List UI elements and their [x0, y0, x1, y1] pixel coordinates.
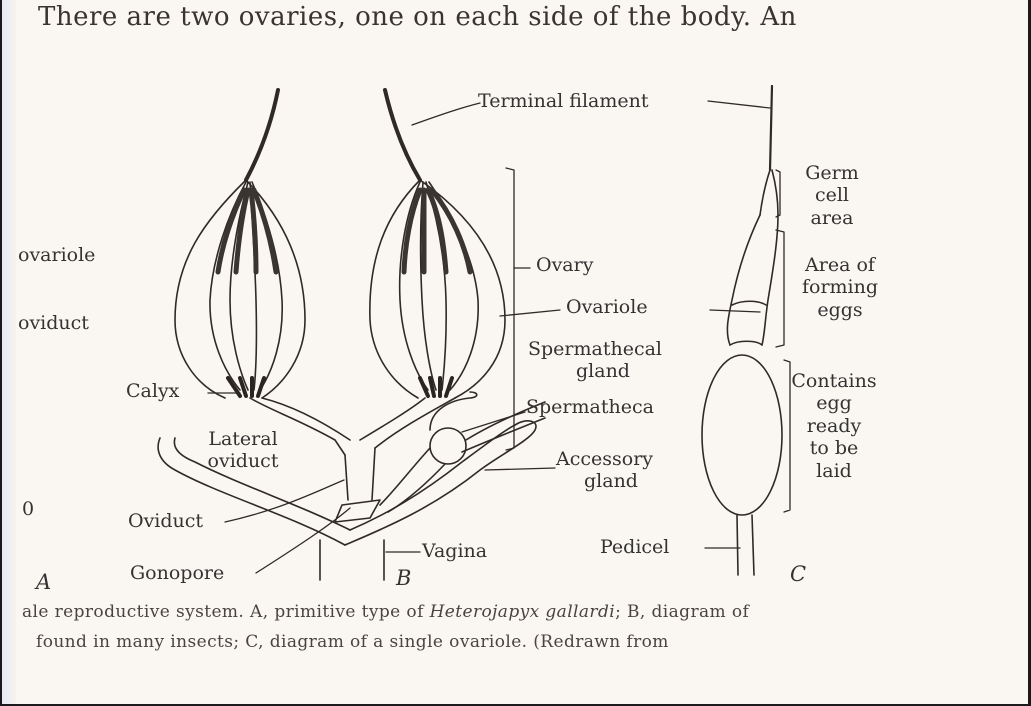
label-vagina: Vagina — [422, 542, 487, 561]
label-oviduct: Oviduct — [128, 512, 203, 531]
label-ovary: Ovary — [536, 256, 593, 275]
ovary-b — [360, 90, 505, 448]
label-spermatheca: Spermatheca — [526, 398, 654, 417]
figure-caption-line-2: found in many insects; C, diagram of a s… — [36, 634, 669, 651]
label-lateral-oviduct: Lateral oviduct — [188, 428, 298, 473]
ovary-a — [175, 90, 350, 455]
label-contains-egg-ready-to-be-laid: Contains egg ready to be laid — [782, 370, 886, 482]
leader-lines — [208, 101, 790, 573]
figure-caption-line-1: ale reproductive system. A, primitive ty… — [22, 604, 749, 621]
label-ovariole: Ovariole — [566, 298, 648, 317]
label-germ-cell-area: Germ cell area — [792, 162, 872, 229]
panel-letter-c: C — [790, 564, 806, 585]
panel-letter-a: A — [36, 572, 51, 593]
panel-letter-b: B — [396, 568, 411, 589]
ovariole-c — [702, 86, 782, 575]
label-spermathecal-gland: Spermathecal gland — [528, 338, 662, 383]
label-terminal-filament: Terminal filament — [478, 92, 649, 111]
label-area-of-forming-eggs: Area of forming eggs — [788, 254, 892, 321]
label-accessory-gland: Accessory gland — [556, 448, 653, 493]
label-calyx: Calyx — [126, 382, 179, 401]
label-gonopore: Gonopore — [130, 564, 224, 583]
label-pedicel: Pedicel — [600, 538, 669, 557]
